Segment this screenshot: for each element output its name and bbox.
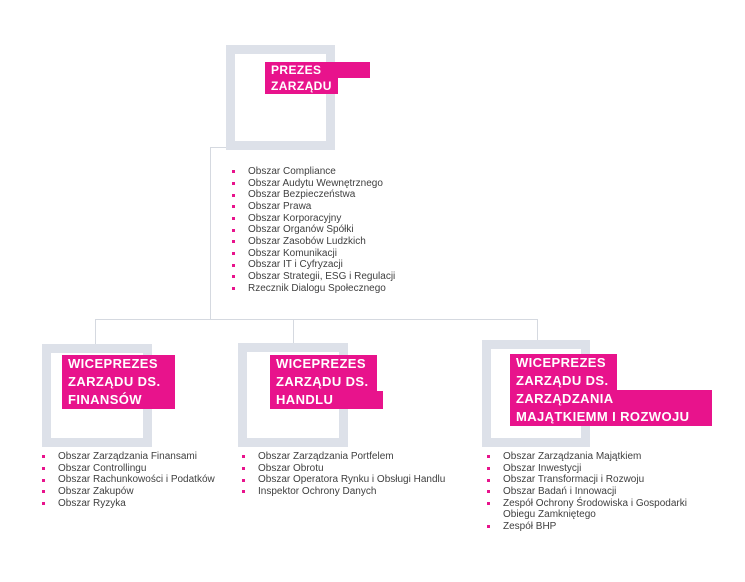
list-item: Obszar Obrotu <box>236 463 471 475</box>
node-title-trade: WICEPREZES ZARZĄDU DS. HANDLU <box>270 355 383 409</box>
title-line: ZARZĄDU <box>265 78 338 94</box>
list-item: Obszar Organów Spółki <box>226 224 476 236</box>
list-item: Obszar Komunikacji <box>226 248 476 260</box>
list-item: Obszar Ryzyka <box>36 498 246 510</box>
list-item: Obszar Badań i Innowacji <box>481 486 693 498</box>
node-title-assets: WICEPREZES ZARZĄDU DS. ZARZĄDZANIA MAJĄT… <box>510 354 712 426</box>
list-item: Obszar Strategii, ESG i Regulacji <box>226 271 476 283</box>
node-title-finance: WICEPREZES ZARZĄDU DS. FINANSÓW <box>62 355 175 409</box>
list-item: Obszar Prawa <box>226 201 476 213</box>
connector-horizontal <box>95 319 538 320</box>
list-item: Obszar Zarządzania Majątkiem <box>481 451 693 463</box>
list-item: Obszar Zasobów Ludzkich <box>226 236 476 248</box>
node-box-root <box>226 45 335 150</box>
list-item: Obszar Operatora Rynku i Obsługi Handlu <box>236 474 471 486</box>
list-item: Zespół BHP <box>481 521 693 533</box>
title-line: ZARZĄDZANIA <box>510 390 712 408</box>
title-line: MAJĄTKIEMM I ROZWOJU <box>510 408 712 426</box>
title-line: FINANSÓW <box>62 391 175 409</box>
assets-departments-list: Obszar Zarządzania Majątkiem Obszar Inwe… <box>481 451 693 533</box>
list-item: Rzecznik Dialogu Społecznego <box>226 283 476 295</box>
title-line: WICEPREZES <box>270 355 377 373</box>
list-item: Obszar Rachunkowości i Podatków <box>36 474 246 486</box>
list-item: Obszar Compliance <box>226 166 476 178</box>
list-item: Obszar Transformacji i Rozwoju <box>481 474 693 486</box>
connector-stub-trade <box>293 319 294 344</box>
title-line: WICEPREZES <box>510 354 617 372</box>
trade-departments-list: Obszar Zarządzania Portfelem Obszar Obro… <box>236 451 471 498</box>
list-item: Zespół Ochrony Środowiska i Gospodarki O… <box>481 498 693 521</box>
list-item: Obszar IT i Cyfryzacji <box>226 259 476 271</box>
list-item: Obszar Inwestycji <box>481 463 693 475</box>
list-item: Obszar Zarządzania Portfelem <box>236 451 471 463</box>
connector-stub-finance <box>95 319 96 345</box>
root-departments-list: Obszar Compliance Obszar Audytu Wewnętrz… <box>226 166 476 294</box>
title-line: WICEPREZES <box>62 355 175 373</box>
list-item: Obszar Zakupów <box>36 486 246 498</box>
connector-root-jog <box>210 147 227 148</box>
title-line: PREZES <box>265 62 370 78</box>
list-item: Obszar Korporacyjny <box>226 213 476 225</box>
title-line: ZARZĄDU DS. <box>62 373 175 391</box>
list-item: Obszar Bezpieczeństwa <box>226 189 476 201</box>
title-line: ZARZĄDU DS. <box>270 373 377 391</box>
connector-trunk <box>210 147 211 320</box>
node-title-root: PREZES ZARZĄDU <box>265 62 370 94</box>
list-item: Obszar Controllingu <box>36 463 246 475</box>
list-item: Inspektor Ochrony Danych <box>236 486 471 498</box>
title-line: HANDLU <box>270 391 383 409</box>
list-item: Obszar Zarządzania Finansami <box>36 451 246 463</box>
list-item: Obszar Audytu Wewnętrznego <box>226 178 476 190</box>
finance-departments-list: Obszar Zarządzania Finansami Obszar Cont… <box>36 451 246 509</box>
connector-stub-assets <box>537 319 538 341</box>
title-line: ZARZĄDU DS. <box>510 372 617 390</box>
